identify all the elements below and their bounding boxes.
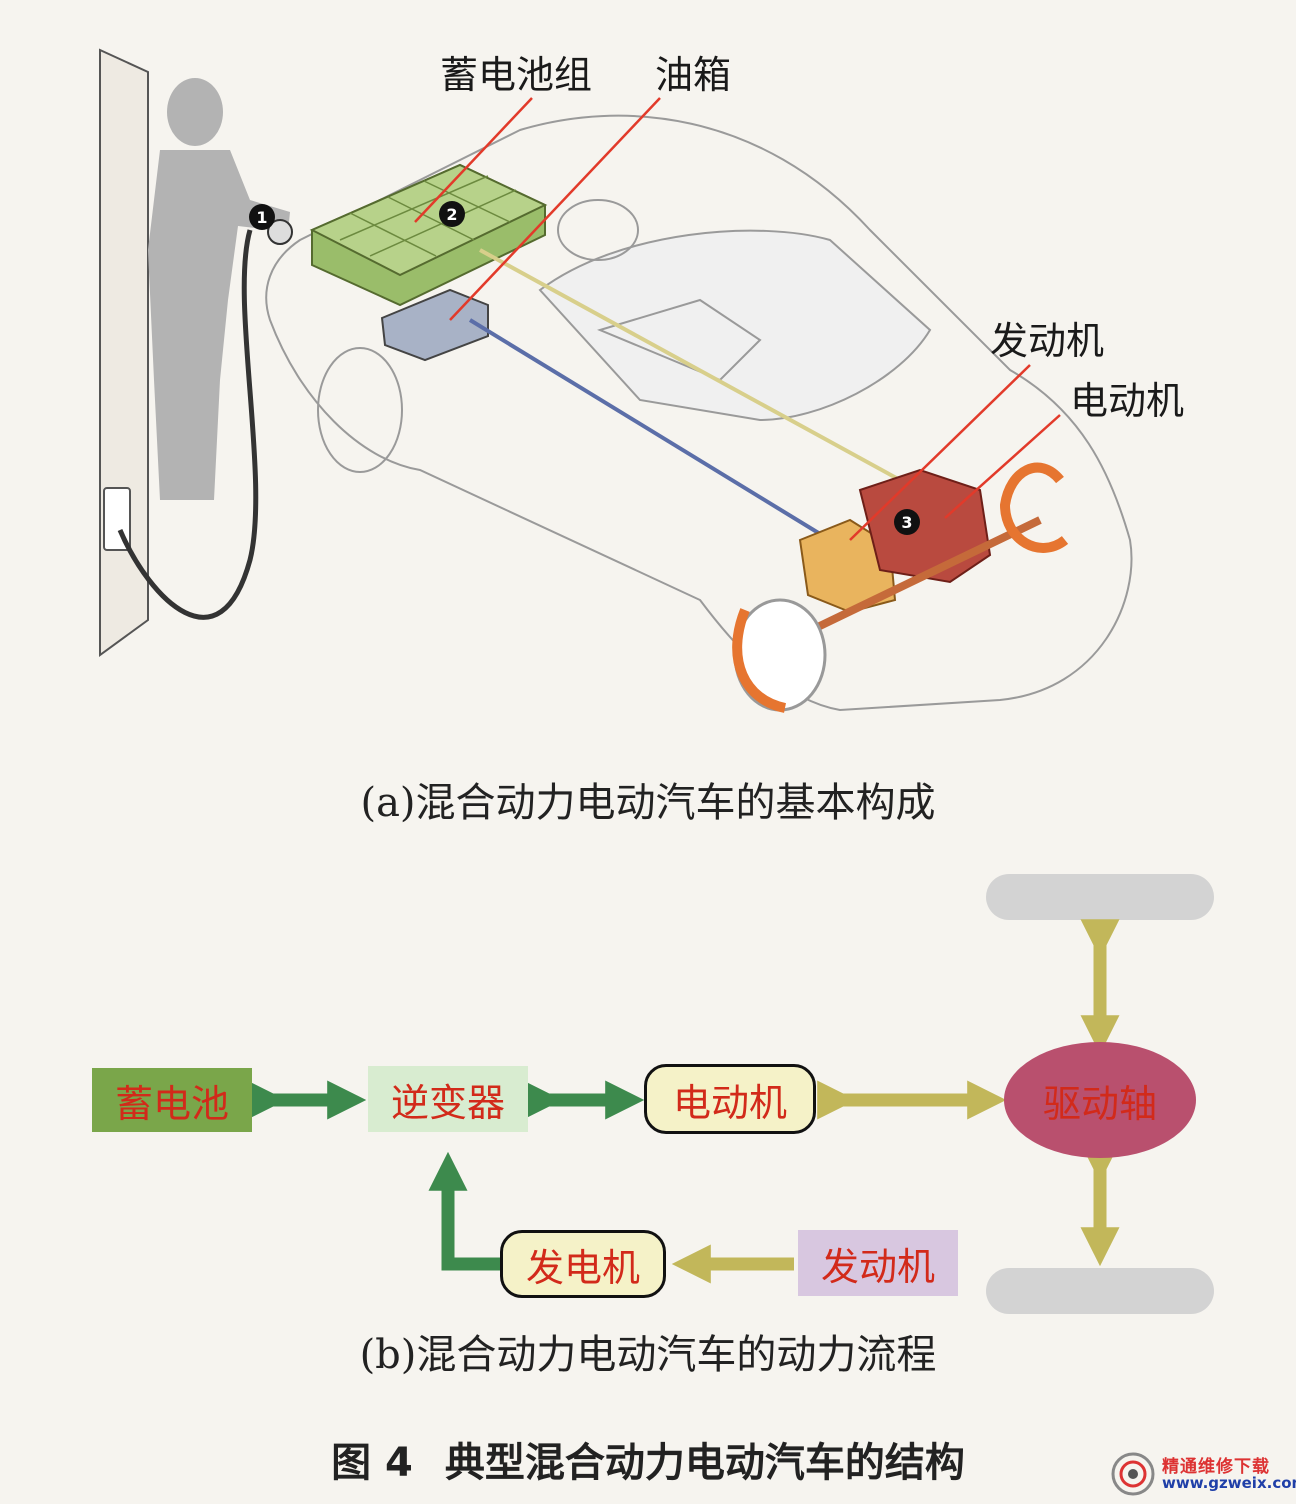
watermark: 精通维修下载 www.gzweix.com [1110,1450,1296,1498]
person-silhouette [148,78,290,500]
watermark-name: 精通维修下载 [1162,1457,1270,1477]
motor-rotation-arrow [999,462,1069,553]
figure-number: 图 4 [331,1440,413,1486]
front-wheel [733,598,827,712]
electric-line [479,248,901,482]
node-inverter: 逆变器 [368,1066,528,1132]
node-engine: 发动机 [798,1230,958,1296]
marker-2: 2 [439,201,465,227]
svg-text:2: 2 [446,205,457,224]
flow-diagram [247,874,1214,1314]
svg-text:3: 3 [901,513,912,532]
label-motor: 电动机 [1070,379,1185,423]
figure-title: 图 4 典型混合动力电动汽车的结构 [0,1430,1296,1488]
top-wheel [986,874,1214,920]
charging-plug [267,219,293,245]
node-generator: 发电机 [500,1230,666,1298]
drive-shaft-shape [1004,1042,1196,1158]
charging-cable [117,229,259,620]
marker-1: 1 [249,204,275,230]
fuel-line [468,318,832,542]
caption-b: (b)混合动力电动汽车的动力流程 [359,1332,937,1378]
node-battery: 蓄电池 [92,1068,252,1132]
label-engine: 发动机 [990,319,1105,363]
marker-3: 3 [894,509,920,535]
car-illustration: 1 2 3 [99,48,1133,713]
label-battery-pack: 蓄电池组 [440,53,593,97]
wheel-rotation-arrow [732,608,787,713]
car-body [265,114,1133,712]
callout-leaders [414,97,1061,541]
node-drive-shaft: 驱动轴 [1042,1081,1157,1126]
bottom-wheel [986,1268,1214,1314]
label-fuel-tank: 油箱 [655,53,732,97]
motor-block [858,468,992,584]
caption-a: (a)混合动力电动汽车的基本构成 [360,780,936,826]
node-motor: 电动机 [644,1064,816,1134]
figure-title-text: 典型混合动力电动汽车的结构 [444,1440,965,1486]
watermark-url: www.gzweix.com [1162,1474,1296,1492]
battery-pack [309,163,548,307]
svg-text:1: 1 [256,208,267,227]
engine-block [798,518,897,614]
watermark-logo-icon [1111,1452,1155,1496]
arrow-generator-inverter [428,1151,502,1271]
